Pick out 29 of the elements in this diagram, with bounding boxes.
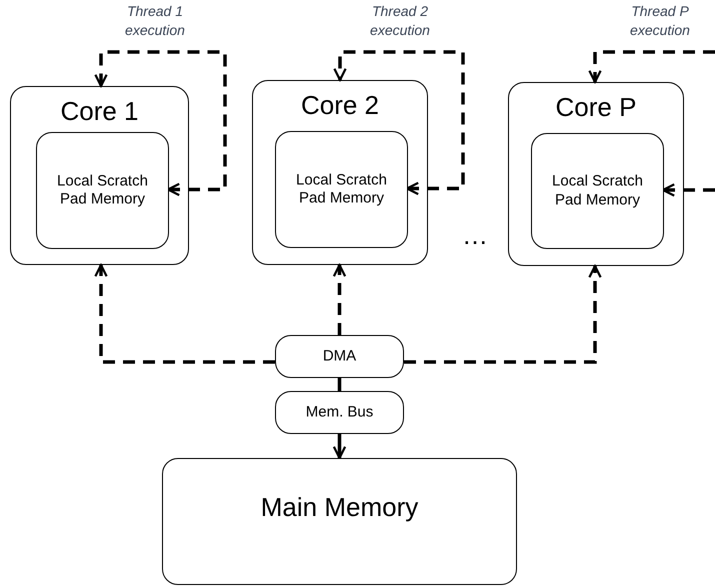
connector-arrow xyxy=(333,50,465,196)
memory-box xyxy=(275,131,408,248)
memory-box xyxy=(275,391,404,434)
box-label: Local Scratch Pad Memory xyxy=(295,170,388,208)
edge-label: Thread P execution xyxy=(629,2,691,40)
core-title: Core 2 xyxy=(300,89,380,122)
box-label: Local Scratch Pad Memory xyxy=(551,172,644,210)
edge-label: Thread 1 execution xyxy=(124,2,186,40)
memory-box xyxy=(275,335,404,378)
memory-box xyxy=(36,132,169,249)
core-title: Core P xyxy=(554,91,638,124)
memory-box xyxy=(162,458,517,585)
connector-arrow xyxy=(94,50,227,196)
core-box xyxy=(508,82,684,266)
memory-box xyxy=(531,133,664,249)
connector-arrow xyxy=(94,264,275,364)
box-label: Mem. Bus xyxy=(304,403,374,422)
box-label: Local Scratch Pad Memory xyxy=(56,172,149,210)
connector-arrow xyxy=(332,264,346,335)
core-title: Core 1 xyxy=(59,95,140,128)
connector-arrow xyxy=(332,434,346,460)
box-label: Main Memory xyxy=(260,491,420,524)
ellipsis: … xyxy=(462,222,488,248)
core-box xyxy=(10,86,189,265)
edge-label: Thread 2 execution xyxy=(369,2,431,40)
connector-arrow xyxy=(404,264,602,364)
box-label: DMA xyxy=(322,347,358,366)
core-box xyxy=(252,80,428,265)
connector-arrow xyxy=(588,50,715,197)
